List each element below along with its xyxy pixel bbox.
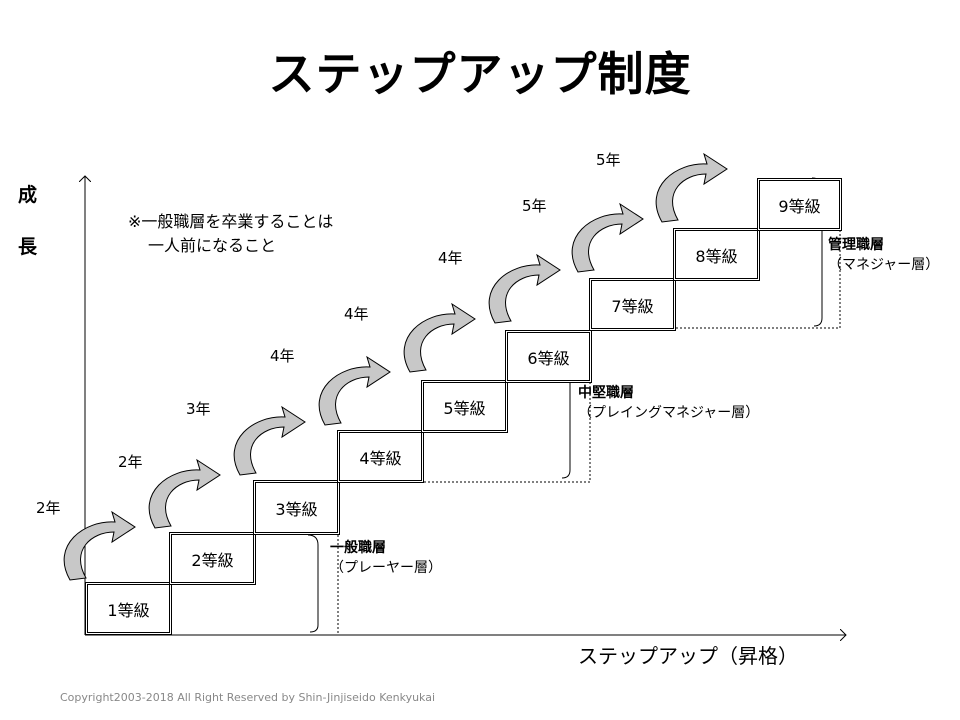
grade-step: 5等級 — [421, 380, 508, 433]
growth-arrow-icon — [148, 458, 221, 529]
years-label: 4年 — [438, 249, 463, 267]
grade-label: 1等級 — [107, 600, 150, 620]
layer-name: 中堅職層 — [578, 385, 634, 401]
years-label: 4年 — [270, 347, 295, 365]
grade-step: 7等級 — [589, 278, 676, 331]
growth-arrow-icon — [488, 253, 561, 324]
growth-arrow-icon — [63, 510, 136, 581]
x-axis-label: ステップアップ（昇格） — [578, 644, 798, 668]
layer-sub: （マネジャー層） — [828, 257, 940, 273]
grade-step: 9等級 — [757, 178, 842, 231]
years-label: 3年 — [186, 400, 211, 418]
note-line-2: 一人前になること — [148, 236, 277, 255]
years-label: 5年 — [596, 151, 621, 169]
layer-name: 管理職層 — [828, 237, 884, 253]
layer-name: 一般職層 — [330, 540, 386, 556]
years-label: 5年 — [522, 197, 547, 215]
grade-step: 6等級 — [505, 330, 592, 383]
bracket-general — [307, 534, 319, 633]
growth-arrow-icon — [571, 202, 644, 273]
grade-label: 5等級 — [443, 398, 486, 418]
growth-arrow-icon — [318, 355, 391, 426]
growth-arrows — [63, 152, 728, 581]
grade-step: 4等級 — [337, 430, 424, 483]
grade-label: 6等級 — [527, 348, 570, 368]
grade-step: 8等級 — [673, 228, 760, 281]
grade-label: 4等級 — [359, 448, 402, 468]
years-label: 2年 — [36, 499, 61, 517]
page-title: ステップアップ制度 — [268, 47, 692, 101]
grade-label: 8等級 — [695, 246, 738, 266]
y-axis-label-1: 成 — [18, 184, 38, 206]
layer-label-manager: 管理職層 （マネジャー層） — [828, 235, 939, 275]
layer-sub: （プレーヤー層） — [330, 560, 442, 576]
years-label: 2年 — [118, 453, 143, 471]
grade-label: 7等級 — [611, 296, 654, 316]
y-axis-label-2: 長 — [18, 236, 38, 258]
grade-step: 2等級 — [169, 532, 256, 585]
grade-label: 2等級 — [191, 550, 234, 570]
layer-sub: （プレイングマネジャー層） — [578, 405, 760, 421]
layer-label-general: 一般職層 （プレーヤー層） — [330, 538, 442, 578]
note-line-1: ※一般職層を卒業することは — [128, 212, 334, 231]
grade-step: 1等級 — [85, 582, 172, 635]
grade-label: 9等級 — [778, 196, 821, 216]
growth-arrow-icon — [655, 152, 728, 223]
growth-arrow-icon — [403, 302, 476, 373]
growth-arrow-icon — [233, 405, 306, 476]
layer-label-middle: 中堅職層 （プレイングマネジャー層） — [578, 383, 759, 423]
years-label: 4年 — [344, 305, 369, 323]
grade-label: 3等級 — [275, 499, 318, 519]
grade-step: 3等級 — [253, 480, 340, 535]
copyright: Copyright2003-2018 All Right Reserved by… — [60, 691, 436, 704]
